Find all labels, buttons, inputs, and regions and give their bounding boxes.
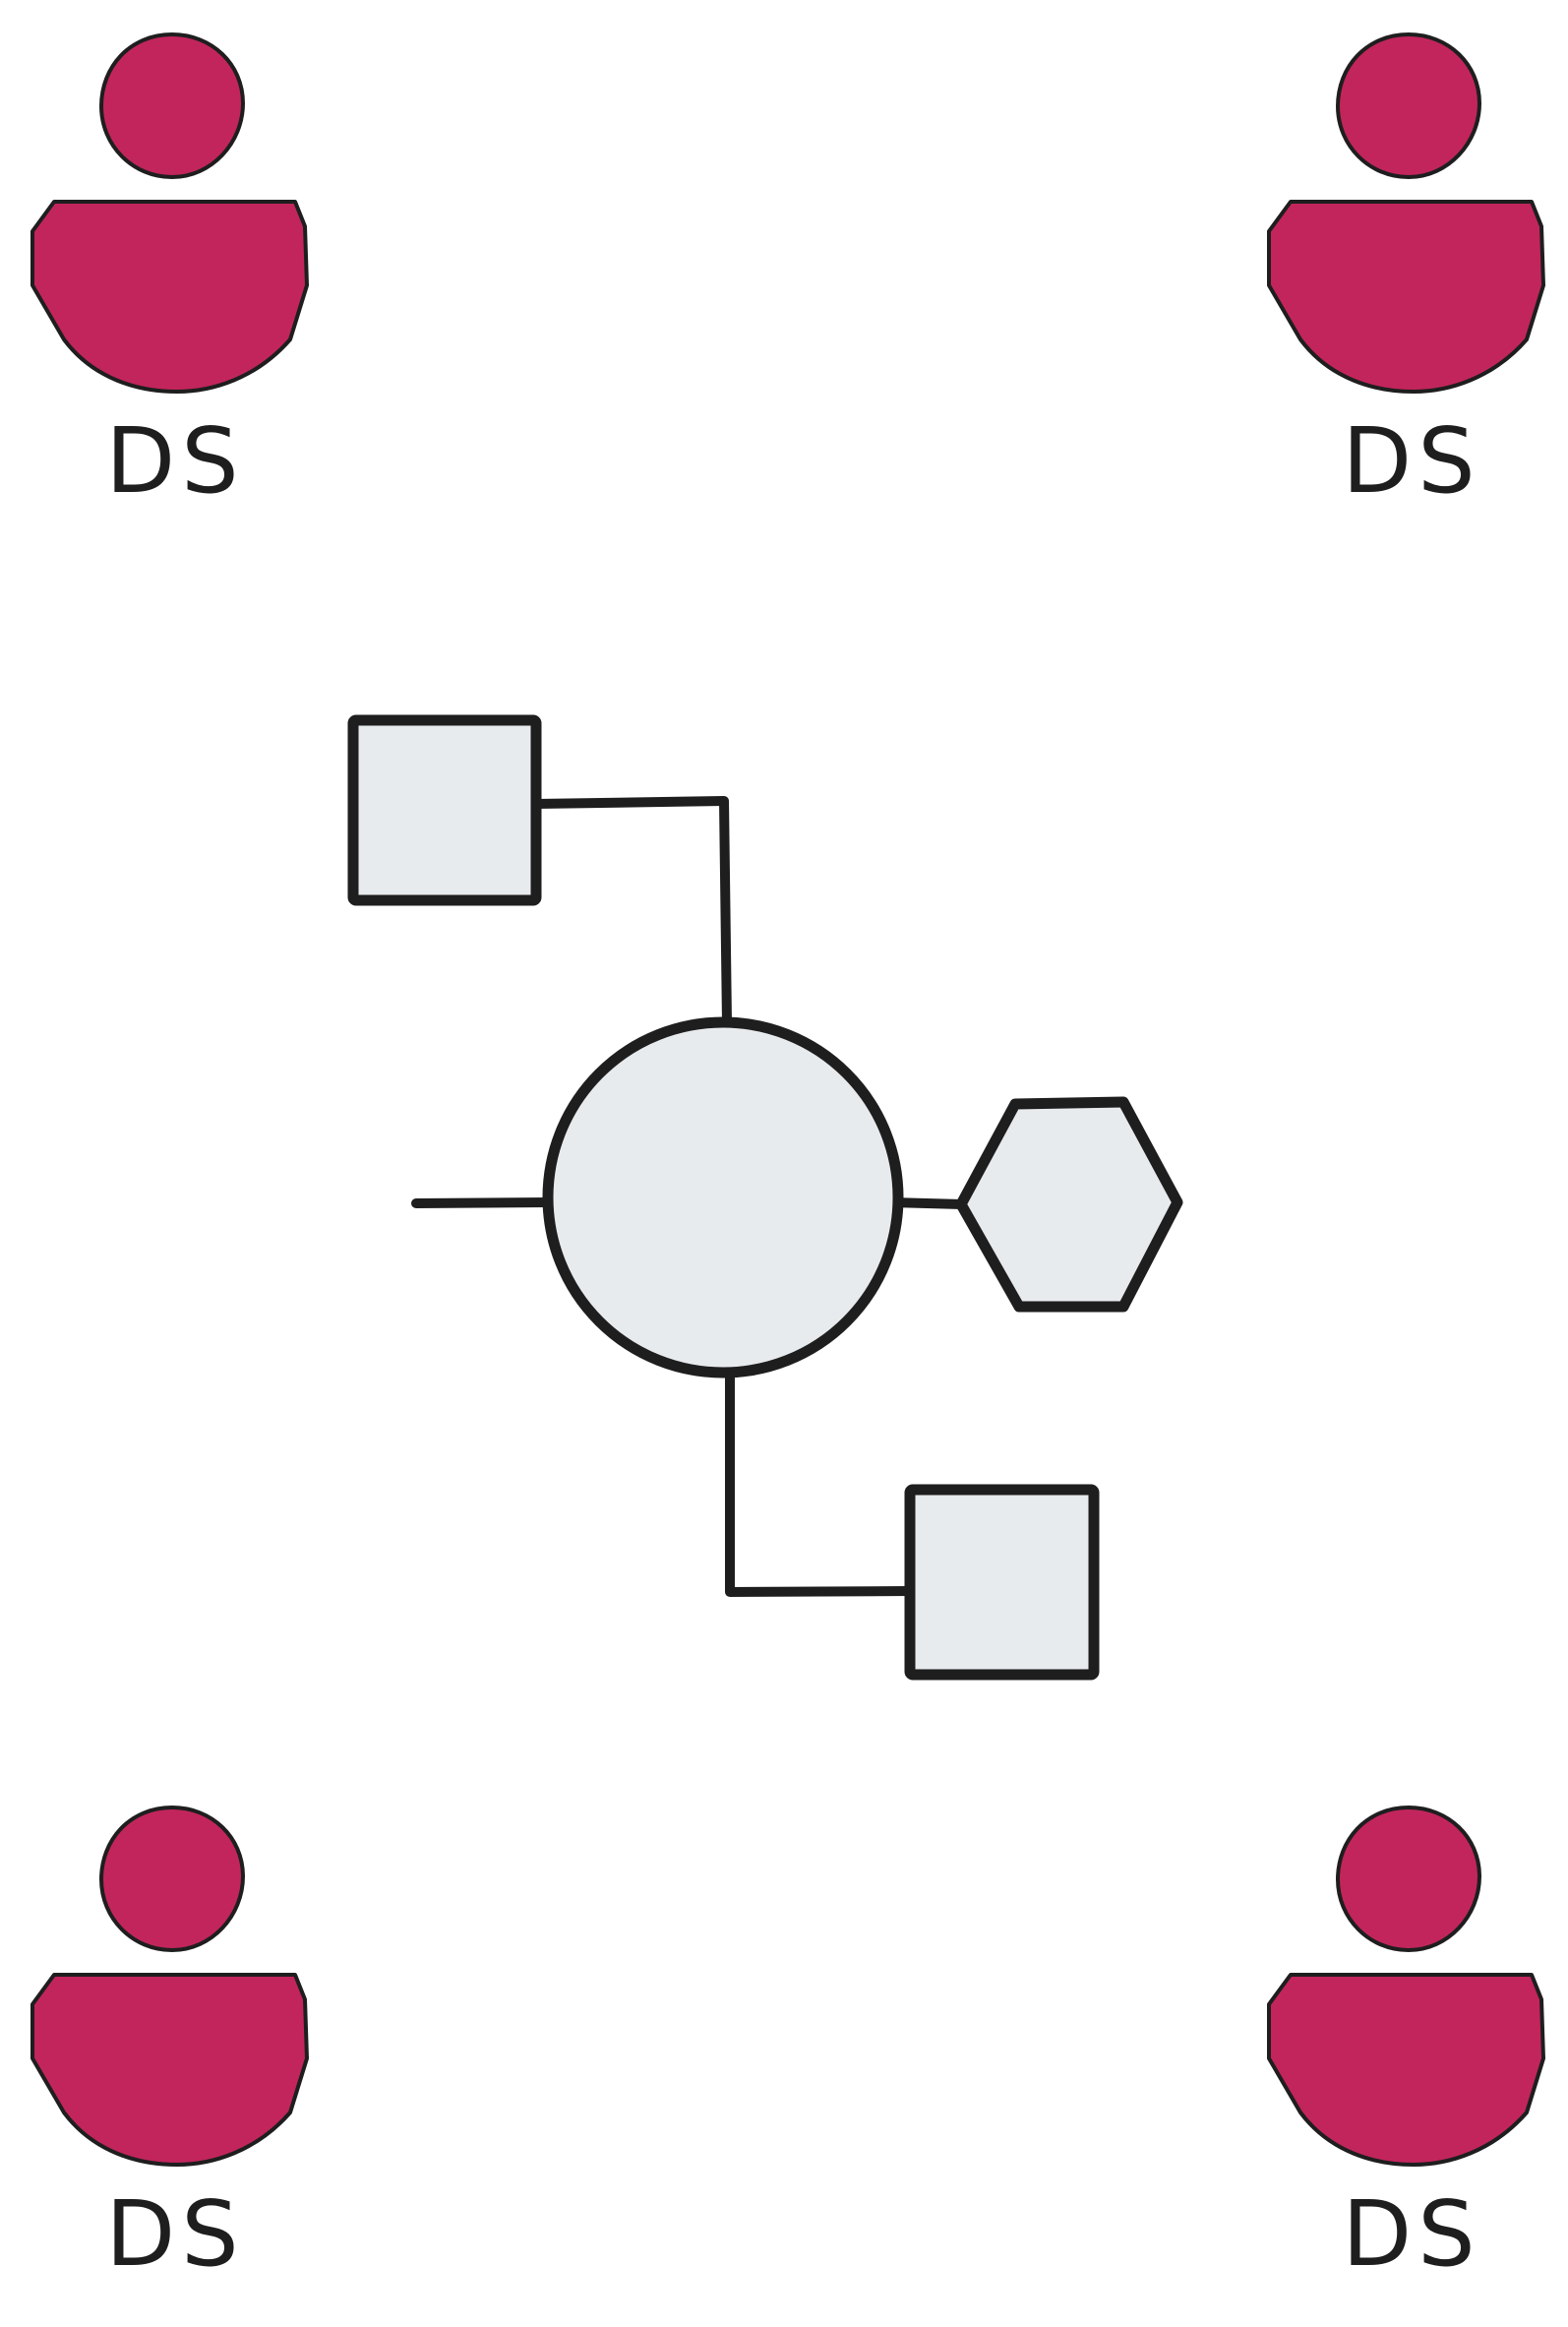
connector-left-stub bbox=[411, 1197, 554, 1208]
person-label: DS bbox=[1342, 408, 1480, 514]
person-head bbox=[1336, 1806, 1481, 1952]
person-body bbox=[1267, 1973, 1545, 2167]
person-label: DS bbox=[1342, 2181, 1480, 2287]
person-label: DS bbox=[105, 2181, 244, 2287]
node-square-lower-right bbox=[904, 1484, 1100, 1681]
node-hexagon-right bbox=[955, 1096, 1183, 1313]
person-body bbox=[1267, 200, 1545, 394]
node-circle-center bbox=[542, 1016, 904, 1378]
person-bottom-right: DS bbox=[1267, 1806, 1545, 2287]
person-bottom-left: DS bbox=[30, 1806, 309, 2287]
connector-bottom bbox=[725, 1370, 915, 1597]
person-label: DS bbox=[105, 408, 244, 514]
person-top-left: DS bbox=[30, 32, 309, 514]
person-top-right: DS bbox=[1267, 32, 1545, 514]
person-body bbox=[30, 200, 309, 394]
person-head bbox=[99, 1806, 245, 1952]
connector-top bbox=[531, 796, 732, 1028]
node-square-upper-left bbox=[347, 714, 542, 906]
person-head bbox=[99, 32, 245, 179]
person-head bbox=[1336, 32, 1481, 179]
person-body bbox=[30, 1973, 309, 2167]
